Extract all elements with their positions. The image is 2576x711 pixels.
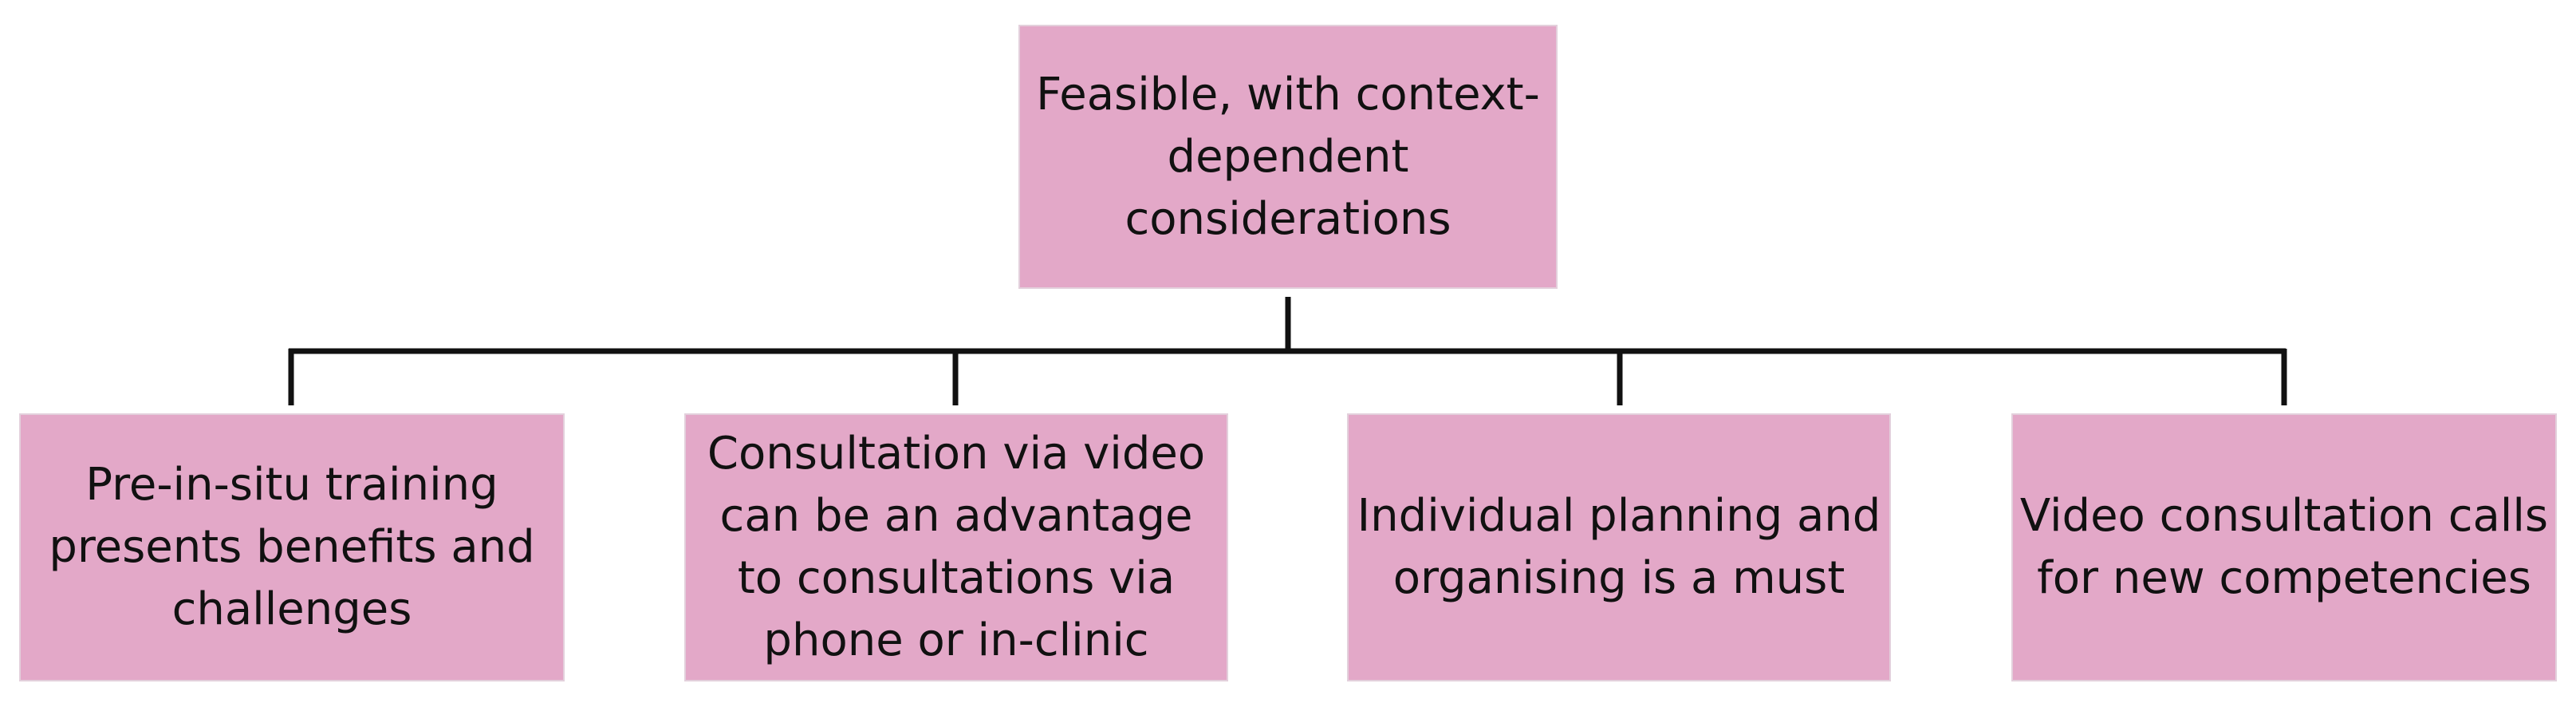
child-node-1-label: Pre-in-situ training presents benefits a…	[49, 459, 535, 635]
root-node-label: Feasible, with context-dependent conside…	[1036, 68, 1540, 245]
child-node-2-label: Consultation via video can be an advanta…	[707, 428, 1206, 666]
child-node-4: Video consultation calls for new compete…	[2011, 413, 2557, 681]
child-node-3-label: Individual planning and organising is a …	[1357, 490, 1881, 604]
child-node-4-label: Video consultation calls for new compete…	[2019, 490, 2549, 604]
child-node-3: Individual planning and organising is a …	[1347, 413, 1891, 681]
child-node-1: Pre-in-situ training presents benefits a…	[19, 413, 565, 681]
root-node: Feasible, with context-dependent conside…	[1018, 25, 1558, 289]
child-node-2: Consultation via video can be an advanta…	[684, 413, 1228, 681]
